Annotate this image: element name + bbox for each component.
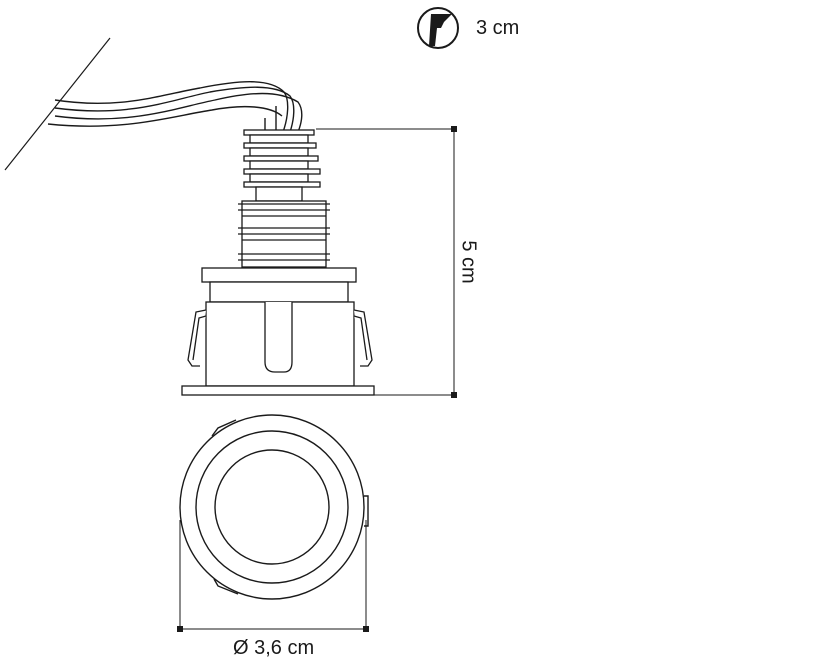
recess-depth-label: 3 cm [476, 17, 520, 39]
cable-bundle [47, 81, 303, 133]
bezel [181, 385, 375, 396]
diameter-label: Ø 3,6 cm [233, 637, 315, 659]
diameter-dimension [177, 520, 369, 632]
housing [187, 301, 373, 387]
height-dimension [316, 126, 457, 398]
height-label: 5 cm [457, 240, 480, 284]
flange [201, 267, 357, 303]
heat-sink [243, 129, 321, 202]
threaded-body [238, 200, 330, 268]
front-view [179, 414, 369, 600]
mounting-surface-line [4, 37, 111, 171]
recessed-depth-icon [417, 7, 459, 49]
